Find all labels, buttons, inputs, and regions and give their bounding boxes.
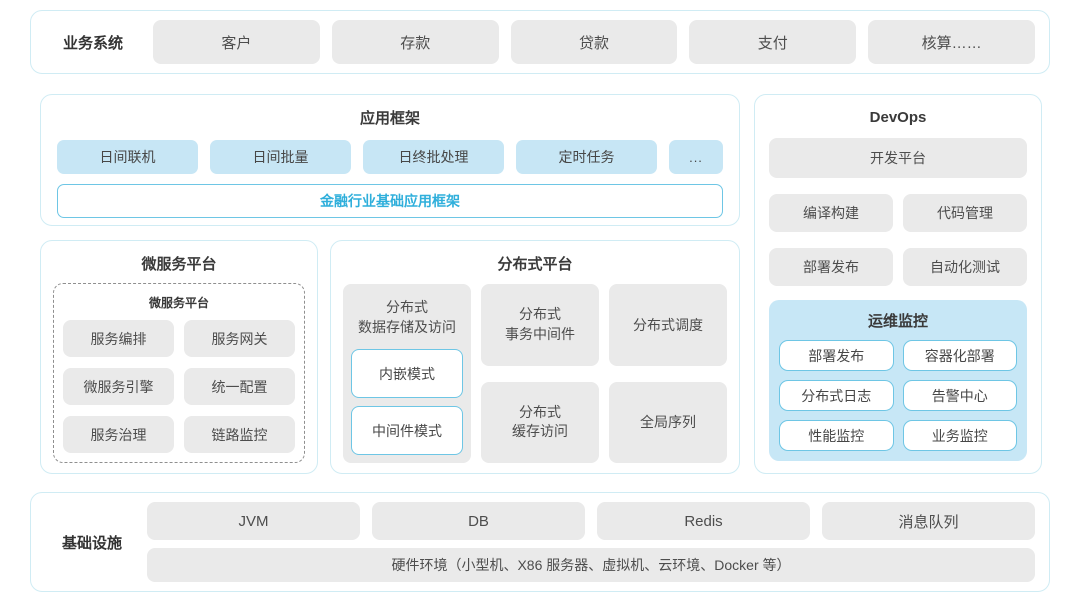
devops-tool-box: 代码管理 bbox=[903, 194, 1027, 232]
app-module-box: 日终批处理 bbox=[363, 140, 504, 174]
hardware-env-box: 硬件环境（小型机、X86 服务器、虚拟机、云环境、Docker 等） bbox=[147, 548, 1035, 582]
monitoring-item: 性能监控 bbox=[779, 420, 894, 451]
dev-platform-box: 开发平台 bbox=[769, 138, 1027, 178]
distributed-cell: 全局序列 bbox=[609, 381, 727, 464]
distributed-right-column: 分布式调度 全局序列 bbox=[609, 284, 727, 464]
app-framework-section: 应用框架 日间联机 日间批量 日终批处理 定时任务 ... 金融行业基础应用框架 bbox=[40, 94, 740, 226]
app-framework-title: 应用框架 bbox=[359, 110, 420, 127]
business-system-item: 客户 bbox=[153, 20, 320, 64]
infrastructure-content: JVM DB Redis 消息队列 硬件环境（小型机、X86 服务器、虚拟机、云… bbox=[147, 502, 1035, 582]
monitoring-item: 业务监控 bbox=[902, 420, 1017, 451]
storage-mode-box: 内嵌模式 bbox=[351, 349, 463, 399]
microservice-inner-group: 微服务平台 服务编排 服务网关 微服务引擎 统一配置 服务治理 链路监控 bbox=[53, 283, 305, 463]
infrastructure-section: 基础设施 JVM DB Redis 消息队列 硬件环境（小型机、X86 服务器、… bbox=[30, 492, 1050, 592]
microservice-item: 服务编排 bbox=[63, 320, 174, 357]
monitoring-item: 部署发布 bbox=[779, 340, 894, 371]
distributed-storage-label: 分布式 数据存储及访问 bbox=[358, 299, 456, 335]
app-module-more-box: ... bbox=[669, 140, 723, 174]
business-system-item: 贷款 bbox=[510, 20, 678, 64]
app-module-box: 日间批量 bbox=[210, 140, 351, 174]
left-column: 应用框架 日间联机 日间批量 日终批处理 定时任务 ... 金融行业基础应用框架… bbox=[40, 94, 740, 474]
business-system-item: 核算…… bbox=[868, 20, 1035, 64]
ops-monitoring-panel: 运维监控 部署发布 容器化部署 分布式日志 告警中心 性能监控 业务监控 bbox=[769, 300, 1027, 461]
devops-title: DevOps bbox=[869, 109, 927, 126]
microservice-platform-section: 微服务平台 微服务平台 服务编排 服务网关 微服务引擎 统一配置 服务治理 链路… bbox=[40, 240, 318, 474]
microservice-item: 服务治理 bbox=[63, 416, 174, 453]
business-systems-items: 客户 存款 贷款 支付 核算…… bbox=[153, 20, 1035, 64]
microservice-item: 链路监控 bbox=[184, 416, 295, 453]
infra-item: DB bbox=[372, 502, 585, 540]
infra-item: 消息队列 bbox=[822, 502, 1035, 540]
distributed-platform-section: 分布式平台 分布式 数据存储及访问 内嵌模式 中间件模式 分布式 事务中间件 分… bbox=[330, 240, 740, 474]
distributed-storage-group: 分布式 数据存储及访问 内嵌模式 中间件模式 bbox=[343, 284, 471, 464]
business-system-item: 支付 bbox=[689, 20, 857, 64]
microservice-item: 统一配置 bbox=[184, 368, 295, 405]
distributed-cell: 分布式调度 bbox=[609, 284, 727, 366]
platform-row: 微服务平台 微服务平台 服务编排 服务网关 微服务引擎 统一配置 服务治理 链路… bbox=[40, 240, 740, 474]
distributed-middle-column: 分布式 事务中间件 分布式 缓存访问 bbox=[481, 284, 599, 464]
distributed-grid: 分布式 数据存储及访问 内嵌模式 中间件模式 分布式 事务中间件 分布式 缓存访… bbox=[343, 284, 727, 464]
devops-tool-box: 编译构建 bbox=[769, 194, 893, 232]
distributed-platform-title: 分布式平台 bbox=[497, 256, 573, 273]
distributed-cell: 分布式 事务中间件 bbox=[481, 284, 599, 366]
base-framework-box: 金融行业基础应用框架 bbox=[57, 184, 723, 218]
infra-item: JVM bbox=[147, 502, 360, 540]
storage-mode-box: 中间件模式 bbox=[351, 406, 463, 456]
infra-item: Redis bbox=[597, 502, 810, 540]
business-systems-section: 业务系统 客户 存款 贷款 支付 核算…… bbox=[30, 10, 1050, 74]
devops-tool-box: 部署发布 bbox=[769, 248, 893, 286]
devops-tool-box: 自动化测试 bbox=[903, 248, 1027, 286]
devops-section: DevOps 开发平台 编译构建 代码管理 部署发布 自动化测试 运维监控 部署… bbox=[754, 94, 1042, 474]
app-framework-modules: 日间联机 日间批量 日终批处理 定时任务 ... bbox=[57, 140, 723, 174]
microservice-item: 服务网关 bbox=[184, 320, 295, 357]
infrastructure-label: 基础设施 bbox=[61, 534, 122, 552]
monitoring-item: 分布式日志 bbox=[779, 380, 894, 411]
infrastructure-items: JVM DB Redis 消息队列 bbox=[147, 502, 1035, 540]
ops-monitoring-items: 部署发布 容器化部署 分布式日志 告警中心 性能监控 业务监控 bbox=[779, 340, 1017, 451]
business-system-item: 存款 bbox=[331, 20, 499, 64]
microservice-platform-title: 微服务平台 bbox=[141, 256, 217, 273]
distributed-cell: 分布式 缓存访问 bbox=[481, 381, 599, 464]
middle-area: 应用框架 日间联机 日间批量 日终批处理 定时任务 ... 金融行业基础应用框架… bbox=[40, 94, 1042, 474]
microservice-items: 服务编排 服务网关 微服务引擎 统一配置 服务治理 链路监控 bbox=[63, 320, 295, 453]
app-module-box: 日间联机 bbox=[57, 140, 198, 174]
devops-tools: 编译构建 代码管理 部署发布 自动化测试 bbox=[769, 194, 1027, 286]
business-systems-label: 业务系统 bbox=[62, 34, 123, 52]
microservice-item: 微服务引擎 bbox=[63, 368, 174, 405]
microservice-inner-title: 微服务平台 bbox=[148, 296, 209, 310]
ops-monitoring-title: 运维监控 bbox=[867, 313, 928, 330]
monitoring-item: 容器化部署 bbox=[902, 340, 1017, 371]
monitoring-item: 告警中心 bbox=[902, 380, 1017, 411]
app-module-box: 定时任务 bbox=[516, 140, 657, 174]
